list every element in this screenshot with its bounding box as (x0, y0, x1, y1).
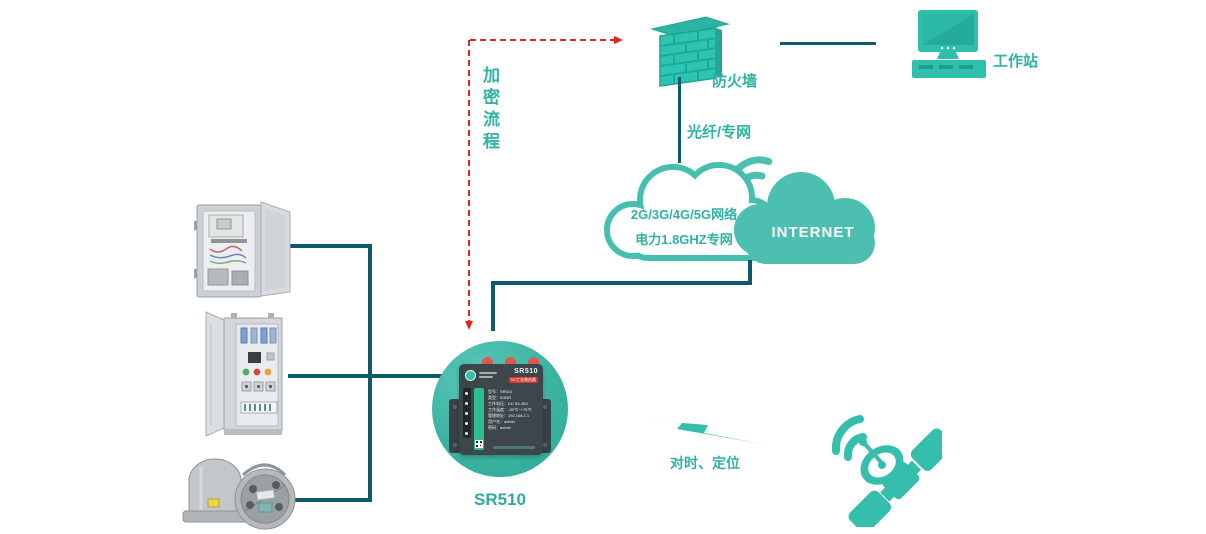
antenna-port-icon (505, 357, 516, 368)
led-indicator-strip (463, 388, 471, 438)
workstation-label: 工作站 (993, 53, 1039, 70)
encryption-flow-arrow-horizontal (470, 39, 616, 41)
antenna-port-icon (482, 357, 493, 368)
cloud-network-line2: 电力1.8GHZ专网 (635, 232, 733, 247)
spec-line: 型号：SR510 (488, 389, 513, 394)
firewall-label: 防火墙 (712, 73, 758, 90)
firewall-icon (650, 16, 730, 87)
connector-cloud-sr510-v2 (491, 281, 495, 331)
timing-label: 对时、定位 (670, 455, 740, 471)
spec-line: 用户名：admin (488, 419, 515, 424)
spec-line: 工作电压：DC 5V-36V (488, 401, 529, 406)
device-spec-list: 型号：SR510 类型：5GNR 工作电压：DC 5V-36V 工作温度：-35… (488, 389, 532, 431)
connector-cabinet1 (288, 244, 372, 248)
encryption-flow-arrowhead-right (614, 36, 623, 44)
connector-firewall-workstation (780, 42, 876, 45)
connector-cabinet2-sr510 (288, 374, 470, 378)
fiber-link-label: 光纤/专网 (687, 124, 752, 141)
satellite-icon (831, 415, 942, 527)
cloud-network-line1: 2G/3G/4G/5G网络 (630, 207, 738, 222)
device-title: SR510 (514, 368, 538, 375)
internet-label: INTERNET (771, 224, 855, 241)
spec-line: 工作温度：-35℃~+75℃ (488, 407, 532, 412)
green-label-strip (474, 388, 484, 450)
connector-cloud-sr510-h (491, 281, 752, 285)
encryption-flow-label: 加密流程 (480, 66, 499, 154)
spec-line: 类型：5GNR (488, 395, 512, 400)
sr510-caption: SR510 (474, 490, 526, 509)
power-distribution-box-image (194, 201, 291, 298)
sr510-router-body: SR510 5G工业路由器 型号：SR510 类型：5GNR 工作电压：DC 5… (459, 364, 543, 455)
cloud-icon (604, 156, 875, 264)
spec-line: 密码：admin (488, 425, 511, 430)
control-cabinet-image (205, 311, 283, 437)
device-badge: 5G工业路由器 (508, 377, 538, 383)
brand-logo-icon (465, 370, 476, 381)
qr-code-icon (475, 440, 483, 448)
encryption-flow-arrowhead-down (465, 321, 473, 330)
connector-rtu (288, 498, 372, 502)
workstation-icon (912, 10, 986, 78)
antenna-port-icon (528, 357, 539, 368)
company-text-bar (493, 446, 535, 449)
encryption-flow-arrow-vertical (468, 40, 470, 326)
connector-firewall-cloud (678, 77, 681, 163)
spec-line: 管理地址：192.168.1.1 (488, 413, 530, 418)
lightning-bolt-icon (620, 418, 768, 445)
fault-indicator-unit-image (182, 458, 296, 530)
connector-cloud-sr510-v1 (748, 260, 752, 285)
connector-bus-vertical (368, 244, 372, 502)
sr510-device-image: SR510 5G工业路由器 型号：SR510 类型：5GNR 工作电压：DC 5… (432, 341, 568, 477)
mounting-ear-left (449, 399, 461, 453)
